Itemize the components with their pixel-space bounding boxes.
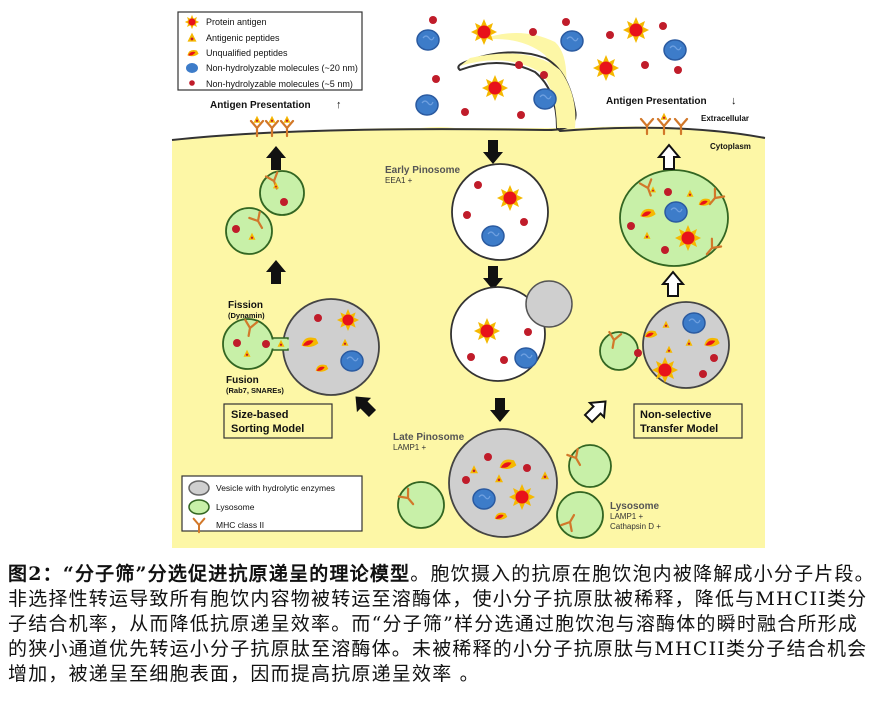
early-pinosome [451, 163, 549, 261]
lysosome-loaded [259, 170, 305, 216]
fission-label: Fission [228, 300, 263, 311]
legend-top: Protein antigen Antigenic peptides Unqua… [177, 11, 363, 91]
legend-label: Lysosome [216, 502, 255, 512]
fusion-sub-label: (Rab7, SNAREs) [226, 386, 284, 395]
early-pinosome-label: Early Pinosome [385, 165, 460, 176]
fission-sub-label: (Dynamin) [228, 311, 265, 320]
surface-mhc-loaded [249, 115, 295, 138]
legend-label: MHC class II [216, 520, 264, 530]
caption-title: 图2：“分子筛”分选促进抗原递呈的理论模型 [8, 563, 411, 585]
large-molecule-icon [186, 63, 198, 73]
lysosome-diluted [619, 169, 729, 267]
size-based-model-box: Size-based Sorting Model [223, 403, 333, 439]
arrow-up-icon: ↑ [336, 99, 342, 111]
caption-body: 。胞饮摄入的抗原在胞饮泡内被降解成小分子片段。非选择性转运导致所有胞饮内容物被转… [8, 563, 875, 685]
legend-label: Non-hydrolyzable molecules (~5 nm) [206, 79, 353, 89]
svg-text:Non-selective: Non-selective [640, 409, 712, 421]
late-pinosome [448, 428, 558, 538]
lysosome-free [556, 491, 604, 539]
fusion-vesicle-left [222, 298, 380, 396]
legend-label: Vesicle with hydrolytic enzymes [216, 483, 335, 493]
lysosome-free [566, 444, 612, 488]
legend-label: Non-hydrolyzable molecules (~20 nm) [206, 63, 358, 73]
fusion-label: Fusion [226, 375, 259, 386]
late-pinosome-label: Late Pinosome [393, 432, 465, 443]
early-marker-label: EEA1 + [385, 176, 413, 185]
antigen-presentation-down-label: Antigen Presentation [606, 96, 707, 107]
lysosome-label: Lysosome [610, 501, 660, 512]
svg-text:Transfer Model: Transfer Model [640, 423, 718, 435]
cytoplasm-label: Cytoplasm [710, 142, 751, 151]
svg-text:Size-based: Size-based [231, 409, 288, 421]
figure-diagram: Protein antigen Antigenic peptides Unqua… [171, 11, 766, 548]
legend-label: Protein antigen [206, 17, 267, 27]
pinosome-fusing [450, 280, 573, 382]
legend-label: Antigenic peptides [206, 33, 280, 43]
legend-bottom: Vesicle with hydrolytic enzymes Lysosome… [181, 475, 363, 534]
legend-label: Unqualified peptides [206, 48, 288, 58]
surface-mhc-sparse [639, 112, 689, 136]
lysosome-icon [188, 499, 210, 515]
lysosome-marker2-label: Cathapsin D + [610, 522, 661, 531]
fusion-vesicle-right [599, 301, 730, 389]
lysosome-free [397, 481, 445, 529]
vesicle-icon [188, 480, 210, 496]
arrow-down-icon: ↓ [731, 95, 737, 107]
svg-text:Sorting Model: Sorting Model [231, 423, 304, 435]
non-selective-model-box: Non-selective Transfer Model [633, 403, 743, 439]
antigen-presentation-up-label: Antigen Presentation [210, 100, 311, 111]
small-molecule-icon [189, 80, 195, 86]
late-marker-label: LAMP1 + [393, 443, 426, 452]
lysosome-loaded [225, 207, 273, 255]
extracellular-label: Extracellular [701, 114, 749, 123]
figure-caption: 图2：“分子筛”分选促进抗原递呈的理论模型。胞饮摄入的抗原在胞饮泡内被降解成小分… [8, 562, 878, 687]
lysosome-marker1-label: LAMP1 + [610, 512, 643, 521]
